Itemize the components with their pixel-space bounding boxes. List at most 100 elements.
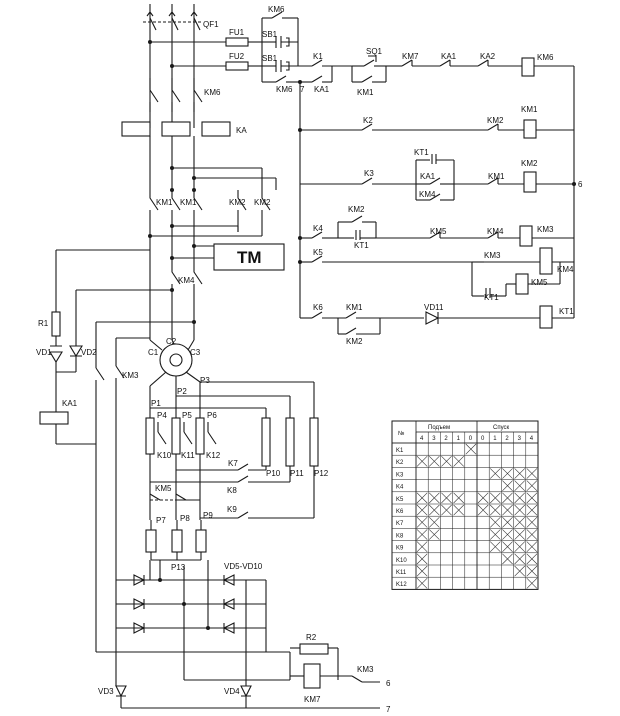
rung-k4: K4 KM2 KT1 KM5 KM4 KM3 [298, 205, 574, 250]
label-p2: P2 [177, 387, 187, 396]
table-row-label: K11 [396, 570, 407, 576]
label-km6-top: KM6 [268, 5, 285, 14]
breaker-qf1: QF1 [143, 17, 219, 31]
label-p8: P8 [180, 514, 190, 523]
label-km4-coil: KM4 [557, 265, 574, 274]
label-k8: K8 [227, 486, 237, 495]
label-km3-left: KM3 [122, 371, 139, 380]
label-km3-r5: KM3 [484, 251, 501, 260]
label-ka1: KA1 [441, 52, 457, 61]
label-r1: R1 [38, 319, 49, 328]
fuse-fu1 [225, 37, 249, 47]
label-km1-coil: KM1 [521, 105, 538, 114]
label-fu2: FU2 [229, 52, 245, 61]
table-row-label: K4 [396, 485, 404, 491]
label-ka2: KA2 [480, 52, 496, 61]
label-km6-coil: KM6 [537, 53, 554, 62]
label-km5-coil: KM5 [531, 278, 548, 287]
fuse-fu2 [225, 61, 249, 71]
table-row-label: K3 [396, 472, 404, 478]
label-kt1-r5: KT1 [484, 293, 499, 302]
table-position-label: 2 [444, 436, 448, 442]
label-km1-a: KM1 [156, 198, 173, 207]
label-k3: K3 [364, 169, 374, 178]
label-km6-hold: KM6 [276, 85, 293, 94]
table-position-label: 1 [493, 436, 497, 442]
table-row-label: K10 [396, 558, 407, 564]
coil-km1 [523, 119, 537, 139]
label-node6-bot: 6 [386, 679, 391, 688]
label-km1-sq: KM1 [357, 88, 374, 97]
label-km5-rot: KM5 [155, 484, 172, 493]
label-km2-r2: KM2 [487, 116, 504, 125]
bottom-bus: VD3 VD4 7 [98, 680, 391, 714]
label-kt1-coil: KT1 [559, 307, 574, 316]
label-km5: KM5 [430, 227, 447, 236]
table-row-label: K8 [396, 533, 404, 539]
km6-main-contacts: KM6 [149, 78, 221, 112]
label-p7: P7 [156, 516, 166, 525]
label-km3-bot: KM3 [357, 665, 374, 674]
coil-km4 [539, 247, 553, 275]
label-km4-r4: KM4 [487, 227, 504, 236]
label-p3: P3 [200, 376, 210, 385]
coil-km5 [515, 273, 529, 295]
label-k2: K2 [363, 116, 373, 125]
table-position-label: 3 [432, 436, 436, 442]
label-sb1-a: SB1 [262, 30, 278, 39]
label-p10: P10 [266, 469, 281, 478]
table-position-label: 0 [481, 436, 485, 442]
label-tm: TM [237, 248, 262, 267]
table-position-label: 4 [530, 436, 534, 442]
motor: C1 C2 C3 [148, 337, 201, 396]
label-node7-top: 7 [300, 85, 305, 94]
label-km1-r3: KM1 [488, 172, 505, 181]
label-sb1-b: SB1 [262, 54, 278, 63]
label-k4: K4 [313, 224, 323, 233]
label-p1: P1 [151, 399, 161, 408]
label-km1-b: KM1 [180, 198, 197, 207]
label-sq1: SQ1 [366, 47, 383, 56]
label-km7: KM7 [402, 52, 419, 61]
label-km6-mid: KM6 [204, 88, 221, 97]
label-km2-r6: KM2 [346, 337, 363, 346]
rectifier-bridge: VD5-VD10 [96, 560, 290, 681]
table-row-label: K12 [396, 582, 407, 588]
km4-main-contacts: KM4 [171, 260, 203, 340]
rung-k5: K5 KM3 KT1 KM5 KM4 [298, 247, 574, 302]
label-node6: 6 [578, 180, 583, 189]
label-kt1-r4: KT1 [354, 241, 369, 250]
reversing-contactors: KM1 KM1 KM2 KM2 [148, 148, 277, 340]
label-p5: P5 [182, 411, 192, 420]
table-row-label: K9 [396, 546, 404, 552]
label-km4-main: KM4 [178, 276, 195, 285]
label-k7: K7 [228, 459, 238, 468]
label-p6: P6 [207, 411, 217, 420]
label-k11: K11 [181, 451, 195, 460]
coil-km2 [523, 171, 537, 193]
ka-overcurrent-coils: KA [121, 121, 247, 148]
label-vd2: VD2 [81, 348, 97, 357]
label-vd5-vd10: VD5-VD10 [224, 562, 263, 571]
label-c1: C1 [148, 348, 159, 357]
label-k10: K10 [157, 451, 172, 460]
label-p9: P9 [203, 511, 213, 520]
label-c2: C2 [166, 337, 177, 346]
rung-k6: K6 KM1 KM2 VD11 KT1 [300, 303, 575, 346]
control-supply: FU1 FU2 KM6 SB1 SB1 K1 KM6 7 [148, 5, 574, 97]
left-control-branch: R1 VD1 VD2 KA1 KM3 [36, 249, 196, 686]
label-ka1-hold: KA1 [314, 85, 330, 94]
label-fu1: FU1 [229, 28, 245, 37]
label-vd3: VD3 [98, 687, 114, 696]
table-row-label: K1 [396, 448, 404, 454]
brake-tm: TM [170, 243, 285, 271]
label-k5: K5 [313, 248, 323, 257]
table-position-label: 0 [469, 436, 473, 442]
label-p13: P13 [171, 563, 186, 572]
label-km2-a: KM2 [229, 198, 246, 207]
label-km3-coil: KM3 [537, 225, 554, 234]
label-km4-r3: KM4 [419, 190, 436, 199]
table-row-label: K7 [396, 521, 404, 527]
label-c3: C3 [190, 348, 201, 357]
